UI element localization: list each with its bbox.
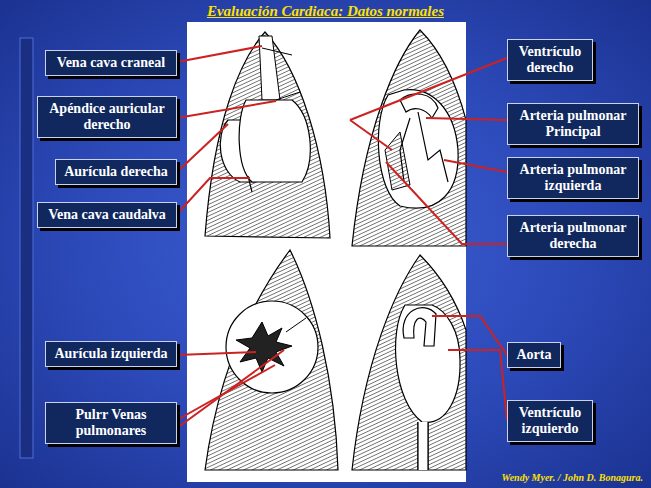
label-box: Pulrr Venas pulmonares <box>45 402 177 444</box>
label-text: Vena cava craneal <box>51 55 171 71</box>
label-text: Aurícula izquierda <box>51 346 171 362</box>
label-box: Vena cava craneal <box>45 50 177 76</box>
label-text: Ventrículo derecho <box>513 44 587 76</box>
label-text: Pulrr Venas pulmonares <box>51 407 171 439</box>
label-box: Arteria pulmonar izquierda <box>507 157 639 199</box>
label-text: Aorta <box>513 347 555 363</box>
label-text: Apéndice auricular derecho <box>43 101 171 133</box>
label-text: Arteria pulmonar derecha <box>513 220 633 252</box>
label-box: Arteria pulmonar Principal <box>507 103 639 145</box>
label-box: Apéndice auricular derecho <box>37 96 177 138</box>
label-text: Arteria pulmonar Principal <box>513 108 633 140</box>
label-box: Vena cava caudalva <box>37 202 177 228</box>
label-box: Ventrículo izquierdo <box>507 400 593 442</box>
author-credit: Wendy Myer. / John D. Bonagura. <box>501 472 643 483</box>
label-box: Aurícula izquierda <box>45 341 177 367</box>
label-text: Arteria pulmonar izquierda <box>513 162 633 194</box>
label-text: Ventrículo izquierdo <box>513 405 587 437</box>
label-text: Vena cava caudalva <box>43 207 171 223</box>
label-box: Arteria pulmonar derecha <box>507 215 639 257</box>
label-box: Aorta <box>507 342 561 368</box>
label-text: Aurícula derecha <box>61 164 171 180</box>
slide-title: Evaluación Cardiaca: Datos normales <box>0 3 651 20</box>
label-box: Ventrículo derecho <box>507 39 593 81</box>
label-box: Aurícula derecha <box>55 159 177 185</box>
